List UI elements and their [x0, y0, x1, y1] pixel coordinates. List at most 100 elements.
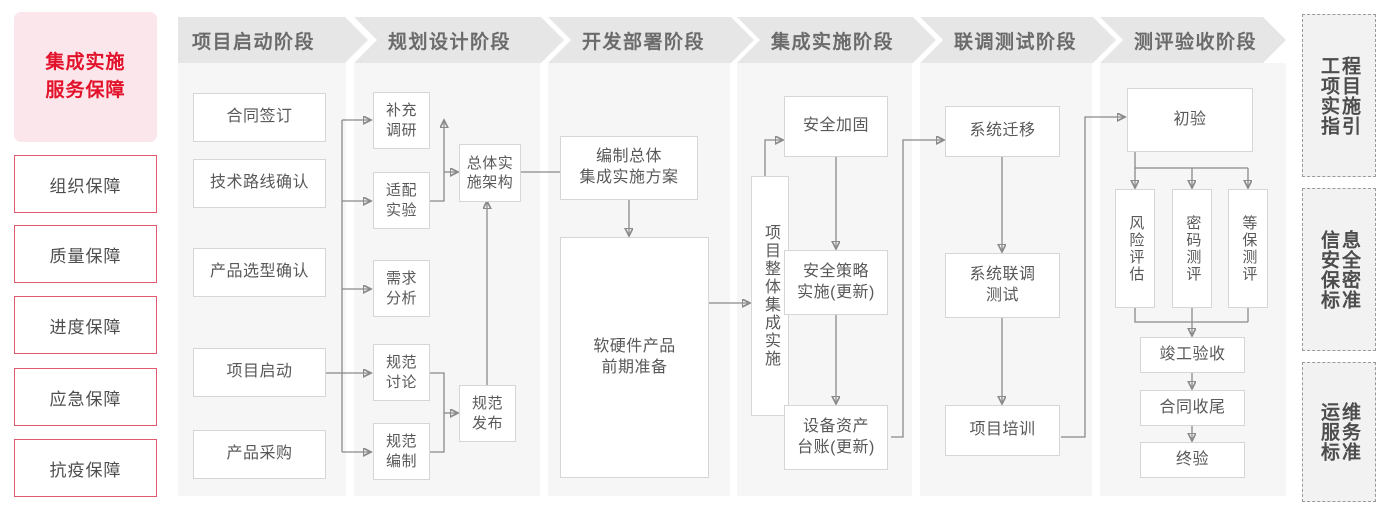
node-requirements-analysis[interactable]: 需求 分析 — [373, 260, 430, 317]
node-label-line2: 施架构 — [466, 174, 514, 191]
sidebar-item-quality[interactable]: 质量保障 — [14, 225, 157, 283]
node-risk-assessment[interactable]: 风险评估 — [1115, 189, 1155, 308]
node-label-line2: 编制 — [385, 452, 417, 470]
node-label-line2: 实施(更新) — [797, 283, 875, 301]
node-label-line2: 前期准备 — [601, 358, 668, 376]
phase-header-label: 联调测试阶段 — [954, 31, 1078, 53]
sidebar-item-organization[interactable]: 组织保障 — [14, 155, 157, 213]
node-product-selection-confirm[interactable]: 产品选型确认 — [193, 248, 326, 297]
sidebar-item-emergency[interactable]: 应急保障 — [14, 368, 157, 426]
node-project-kickoff[interactable]: 项目启动 — [193, 348, 326, 397]
rail-item-infosec-standard[interactable]: 息全密准 信安保标 — [1302, 188, 1376, 351]
node-label: 安全加固 — [802, 117, 869, 135]
phase-header-p1[interactable]: 项目启动阶段 — [178, 17, 368, 63]
phase-header-label: 测评验收阶段 — [1134, 31, 1258, 53]
node-project-training[interactable]: 项目培训 — [945, 405, 1060, 456]
node-label: 终验 — [1175, 450, 1209, 468]
node-label-line2: 台账(更新) — [797, 438, 875, 456]
node-mlps-evaluation[interactable]: 等保测评 — [1228, 189, 1268, 308]
node-contract-closeout[interactable]: 合同收尾 — [1140, 390, 1245, 426]
node-preliminary-acceptance[interactable]: 初验 — [1127, 88, 1253, 152]
node-spec-discussion[interactable]: 规范 讨论 — [373, 344, 430, 401]
node-label: 技术路线确认 — [209, 174, 309, 192]
node-adaptation-experiment[interactable]: 适配 实验 — [373, 172, 430, 229]
node-label-line2: 讨论 — [385, 373, 417, 391]
node-label-line1: 规范 — [385, 433, 417, 450]
node-label-line1: 设备资产 — [802, 417, 869, 435]
phase-header-label: 集成实施阶段 — [771, 31, 895, 53]
phase-header-label: 规划设计阶段 — [388, 31, 512, 53]
sidebar-item-label: 抗疫保障 — [49, 460, 122, 480]
node-label-line2: 集成实施方案 — [579, 169, 679, 186]
node-label-line2: 分析 — [385, 289, 417, 307]
sidebar-title-line1: 集成实施 — [45, 52, 126, 74]
node-label: 竣工验收 — [1159, 345, 1226, 363]
node-label-line1: 需求 — [385, 270, 417, 287]
node-label-line2: 调研 — [385, 121, 417, 139]
node-label: 风险评估 — [1127, 214, 1145, 283]
node-label-line1: 系统联调 — [969, 265, 1036, 283]
node-contract-signing[interactable]: 合同签订 — [193, 93, 326, 142]
node-label: 产品选型确认 — [209, 263, 309, 281]
phase-header-p4[interactable]: 集成实施阶段 — [737, 17, 936, 63]
node-tech-route-confirm[interactable]: 技术路线确认 — [193, 159, 326, 208]
node-overall-impl-architecture[interactable]: 总体实 施架构 — [459, 144, 521, 202]
node-label-line2: 发布 — [471, 414, 503, 432]
sidebar-item-label: 进度保障 — [49, 317, 122, 337]
node-supplementary-research[interactable]: 补充 调研 — [373, 92, 430, 149]
node-label-line1: 软硬件产品 — [593, 337, 676, 355]
node-label-line1: 编制总体 — [595, 148, 662, 166]
node-final-acceptance[interactable]: 终验 — [1140, 442, 1245, 478]
node-label: 项目培训 — [969, 421, 1036, 439]
sidebar-item-schedule[interactable]: 进度保障 — [14, 296, 157, 354]
node-label: 初验 — [1173, 110, 1207, 128]
node-label: 项目整体集成实施 — [762, 224, 779, 368]
node-label: 密码测评 — [1184, 214, 1202, 283]
phase-header-p5[interactable]: 联调测试阶段 — [920, 17, 1116, 63]
sidebar-title: 集成实施 服务保障 — [14, 12, 157, 142]
sidebar-item-label: 应急保障 — [49, 389, 122, 409]
node-label: 项目启动 — [226, 363, 293, 381]
phase-header-p2[interactable]: 规划设计阶段 — [354, 17, 564, 63]
rail-item-engineering-guide[interactable]: 程目施引 工项实指 — [1302, 14, 1376, 177]
rail-label-col-right: 息全密准 — [1339, 229, 1360, 310]
sidebar-item-epidemic[interactable]: 抗疫保障 — [14, 439, 157, 497]
node-overall-project-integration[interactable]: 项目整体集成实施 — [751, 176, 789, 416]
node-system-migration[interactable]: 系统迁移 — [945, 106, 1060, 157]
node-security-hardening[interactable]: 安全加固 — [784, 96, 888, 157]
rail-label-col-left: 工项实指 — [1318, 55, 1339, 136]
node-label: 产品采购 — [226, 445, 293, 463]
rail-item-ops-service-standard[interactable]: 维务准 运服标 — [1302, 362, 1376, 502]
node-label-line1: 安全策略 — [802, 262, 869, 280]
node-label-line1: 规范 — [471, 395, 503, 412]
node-label-line1: 适配 — [385, 182, 417, 199]
node-label: 合同收尾 — [1159, 398, 1226, 416]
node-hw-sw-preparation[interactable]: 软硬件产品 前期准备 — [560, 237, 709, 478]
sidebar-item-label: 组织保障 — [49, 176, 122, 196]
node-product-procurement[interactable]: 产品采购 — [193, 430, 326, 479]
node-label: 系统迁移 — [969, 122, 1036, 140]
node-label: 等保测评 — [1240, 214, 1258, 283]
sidebar-item-label: 质量保障 — [49, 246, 122, 266]
rail-label-col-right: 维务准 — [1339, 402, 1360, 462]
phase-header-p6[interactable]: 测评验收阶段 — [1100, 17, 1286, 63]
node-asset-ledger-update[interactable]: 设备资产 台账(更新) — [784, 405, 888, 470]
node-label-line1: 总体实 — [466, 154, 514, 172]
sidebar-title-line2: 服务保障 — [45, 80, 126, 101]
node-crypto-evaluation[interactable]: 密码测评 — [1172, 189, 1212, 308]
node-draft-overall-integration-plan[interactable]: 编制总体 集成实施方案 — [560, 136, 698, 200]
node-spec-release[interactable]: 规范 发布 — [459, 385, 516, 442]
node-security-policy-impl[interactable]: 安全策略 实施(更新) — [784, 250, 888, 315]
node-final-completion-acceptance[interactable]: 竣工验收 — [1140, 337, 1245, 373]
rail-label-col-right: 程目施引 — [1339, 55, 1360, 136]
node-label-line2: 测试 — [985, 286, 1019, 304]
rail-label-col-left: 运服标 — [1318, 402, 1339, 462]
node-spec-drafting[interactable]: 规范 编制 — [373, 423, 430, 480]
node-label: 合同签订 — [226, 108, 293, 126]
rail-label-col-left: 信安保标 — [1318, 229, 1339, 310]
node-label-line1: 补充 — [385, 102, 417, 119]
node-system-joint-test[interactable]: 系统联调 测试 — [945, 253, 1060, 318]
phase-header-label: 项目启动阶段 — [192, 31, 316, 53]
phase-header-p3[interactable]: 开发部署阶段 — [548, 17, 754, 63]
